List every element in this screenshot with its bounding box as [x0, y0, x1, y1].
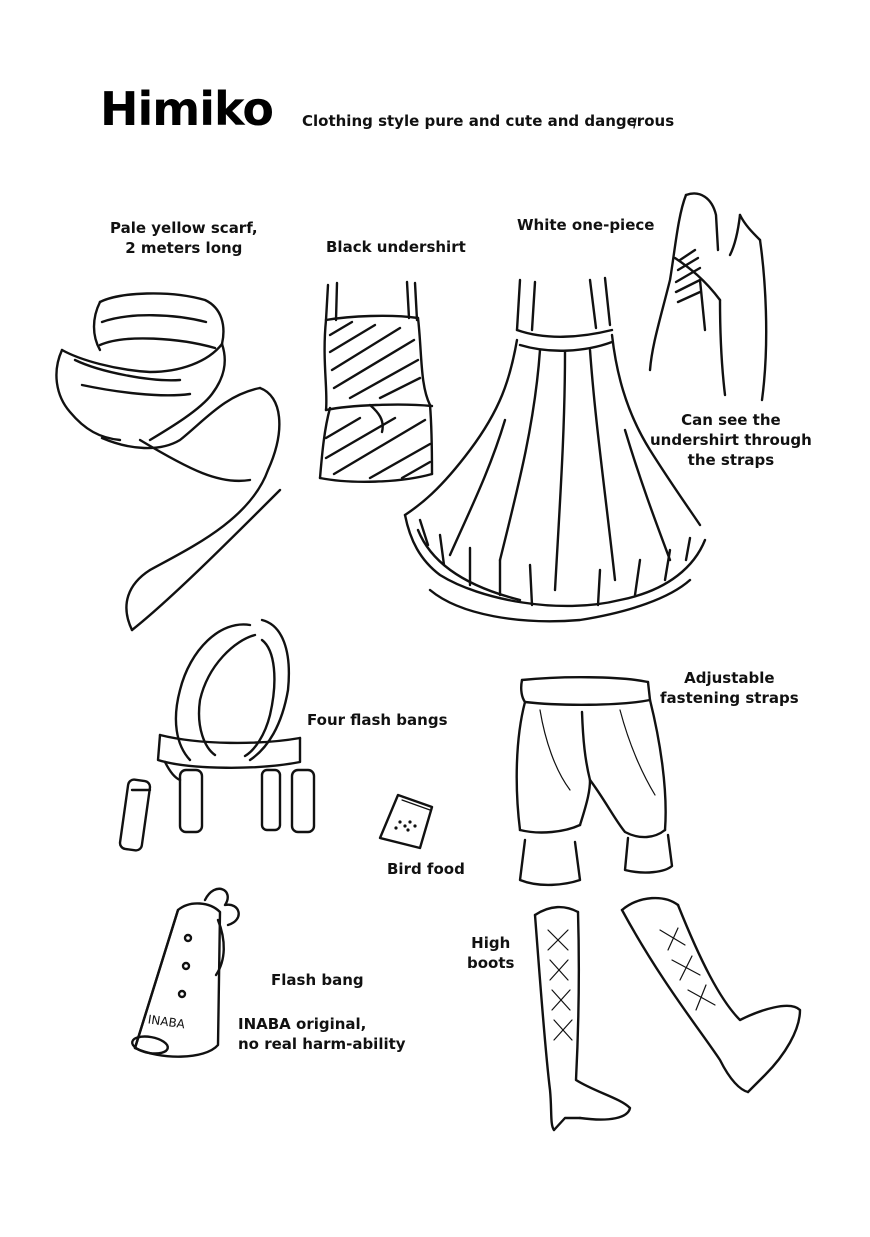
dress-drawing	[403, 276, 707, 623]
scarf-drawing	[55, 292, 282, 632]
undershirt-drawing	[318, 280, 434, 483]
high-boots-drawing	[533, 896, 802, 1132]
inaba-note-label: INABA original, no real harm-ability	[238, 1015, 406, 1053]
undershirt-label: Black undershirt	[326, 238, 466, 256]
flashbang-canister-drawing: INABA	[131, 887, 240, 1058]
bird-food-drawing	[378, 793, 434, 850]
pants-drawing	[515, 676, 674, 887]
flashbangs-label: Four flash bangs	[307, 711, 448, 729]
inaba-handwriting: INABA	[147, 1012, 187, 1031]
bird-food-label: Bird food	[387, 860, 465, 878]
fastening-straps-label: Adjustable fastening straps	[660, 669, 799, 707]
flashbang-harness-drawing	[118, 618, 316, 852]
onepiece-label: White one-piece	[517, 216, 655, 234]
page-title: Himiko	[100, 82, 274, 136]
flash-bang-label: Flash bang	[271, 971, 364, 989]
straps-note-label: Can see the undershirt through the strap…	[650, 411, 812, 469]
page-subtitle: Clothing style pure and cute and dangero…	[302, 112, 675, 130]
high-boots-label: High boots	[467, 934, 515, 972]
scarf-label: Pale yellow scarf, 2 meters long	[110, 219, 258, 257]
back-view-drawing	[648, 192, 768, 402]
